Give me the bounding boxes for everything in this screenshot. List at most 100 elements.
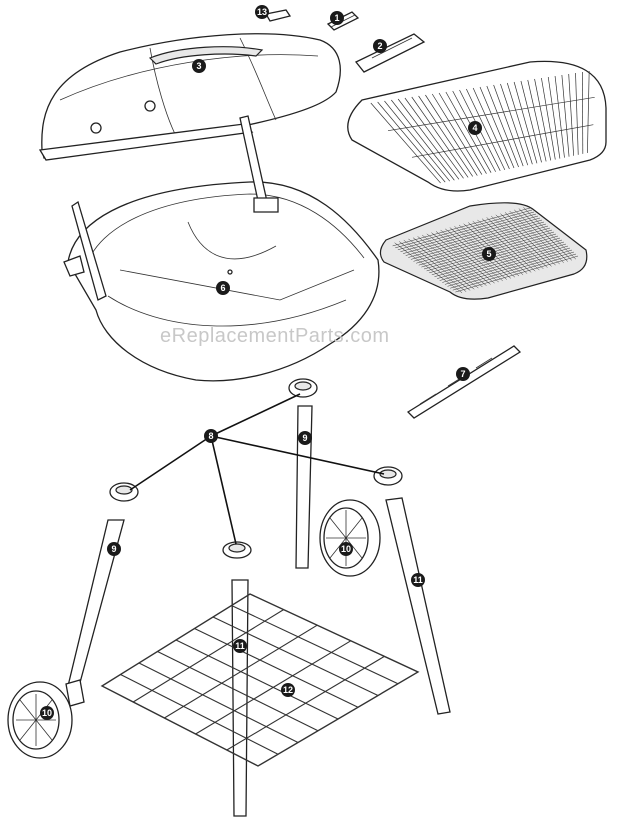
wire xyxy=(527,79,547,162)
callout-10-lower-label: 10 xyxy=(42,708,52,718)
wire xyxy=(568,73,574,156)
callout-1: 1 xyxy=(330,11,344,25)
wire xyxy=(194,628,359,708)
wire xyxy=(431,93,483,175)
callout-5: 5 xyxy=(482,247,496,261)
wire xyxy=(450,251,575,289)
wire xyxy=(411,96,469,178)
callout-7-label: 7 xyxy=(460,369,465,379)
wire xyxy=(120,674,279,755)
callout-9-lower: 9 xyxy=(107,542,121,556)
wire xyxy=(164,624,318,719)
wire xyxy=(400,213,537,252)
wire xyxy=(452,253,577,291)
part-12-shelf-bars xyxy=(120,605,399,755)
wire xyxy=(486,85,519,168)
wire xyxy=(195,640,352,735)
wire xyxy=(520,80,542,163)
part-10-wheels xyxy=(7,499,381,759)
callout-10-lower: 10 xyxy=(40,706,54,720)
callout-11-right: 11 xyxy=(411,573,425,587)
wire xyxy=(561,74,570,157)
callout-6-label: 6 xyxy=(220,283,225,293)
wire xyxy=(506,82,533,165)
callout-2: 2 xyxy=(373,39,387,53)
wire xyxy=(405,217,541,256)
wire xyxy=(397,211,535,251)
wire xyxy=(541,77,556,160)
wire xyxy=(392,207,531,247)
callout-10-upper-label: 10 xyxy=(341,544,351,554)
callout-9-upper-label: 9 xyxy=(302,433,307,443)
wire xyxy=(500,83,529,166)
wire xyxy=(444,247,571,285)
wire xyxy=(377,101,446,183)
callout-7: 7 xyxy=(456,367,470,381)
wire xyxy=(175,639,339,720)
wire xyxy=(534,78,552,161)
part-12-bottom-shelf xyxy=(100,593,420,767)
callout-3: 3 xyxy=(192,59,206,73)
wire xyxy=(472,87,510,170)
wire xyxy=(413,223,547,262)
wire xyxy=(466,88,506,171)
part-3-lid xyxy=(38,33,341,161)
wire xyxy=(157,651,319,732)
watermark: eReplacementParts.com xyxy=(160,325,389,347)
part-2-vent-damper xyxy=(354,33,426,73)
wire xyxy=(370,102,441,184)
callout-2-label: 2 xyxy=(377,41,382,51)
callout-9-lower-label: 9 xyxy=(111,544,116,554)
wire xyxy=(411,124,594,158)
wire xyxy=(384,100,451,182)
wire xyxy=(425,94,478,176)
wire xyxy=(575,72,579,155)
callout-9-upper: 9 xyxy=(298,431,312,445)
wire xyxy=(138,662,299,743)
callout-12: 12 xyxy=(281,683,295,697)
callout-13-label: 13 xyxy=(257,7,267,17)
wire xyxy=(408,219,543,258)
callout-11-right-label: 11 xyxy=(413,575,423,585)
wire xyxy=(387,96,595,132)
wire xyxy=(212,616,379,696)
wire xyxy=(132,609,284,703)
wire xyxy=(455,255,579,293)
callout-10-upper: 10 xyxy=(339,542,353,556)
wire xyxy=(437,241,565,279)
callout-11-center: 11 xyxy=(233,639,247,653)
wire xyxy=(231,605,399,685)
part-13-knob xyxy=(264,9,292,22)
callout-1-label: 1 xyxy=(334,13,339,23)
wire xyxy=(418,95,473,177)
wire xyxy=(513,81,538,164)
wire xyxy=(418,227,551,266)
callout-8: 8 xyxy=(204,429,218,443)
wire xyxy=(397,98,460,180)
wire xyxy=(431,237,561,276)
wire xyxy=(434,239,563,277)
wire xyxy=(403,215,539,254)
part-5-grate-bars xyxy=(392,207,579,294)
wire xyxy=(416,225,549,264)
part-4-grate-bars xyxy=(370,70,595,184)
callout-11-center-label: 11 xyxy=(235,641,245,651)
part-9-legs xyxy=(65,405,313,707)
wire xyxy=(479,86,515,169)
wire xyxy=(438,92,487,174)
part-8-leader-lines xyxy=(129,393,385,545)
callout-3-label: 3 xyxy=(196,61,201,71)
callout-4-label: 4 xyxy=(472,123,477,133)
callout-8-label: 8 xyxy=(208,431,213,441)
wire xyxy=(447,249,573,287)
wire xyxy=(404,97,464,179)
callout-12-label: 12 xyxy=(283,685,293,695)
wire xyxy=(410,221,545,260)
wire xyxy=(439,243,567,281)
wire xyxy=(395,209,533,249)
wire xyxy=(554,75,565,158)
callout-6: 6 xyxy=(216,281,230,295)
wire xyxy=(442,245,569,283)
wire xyxy=(547,76,561,159)
